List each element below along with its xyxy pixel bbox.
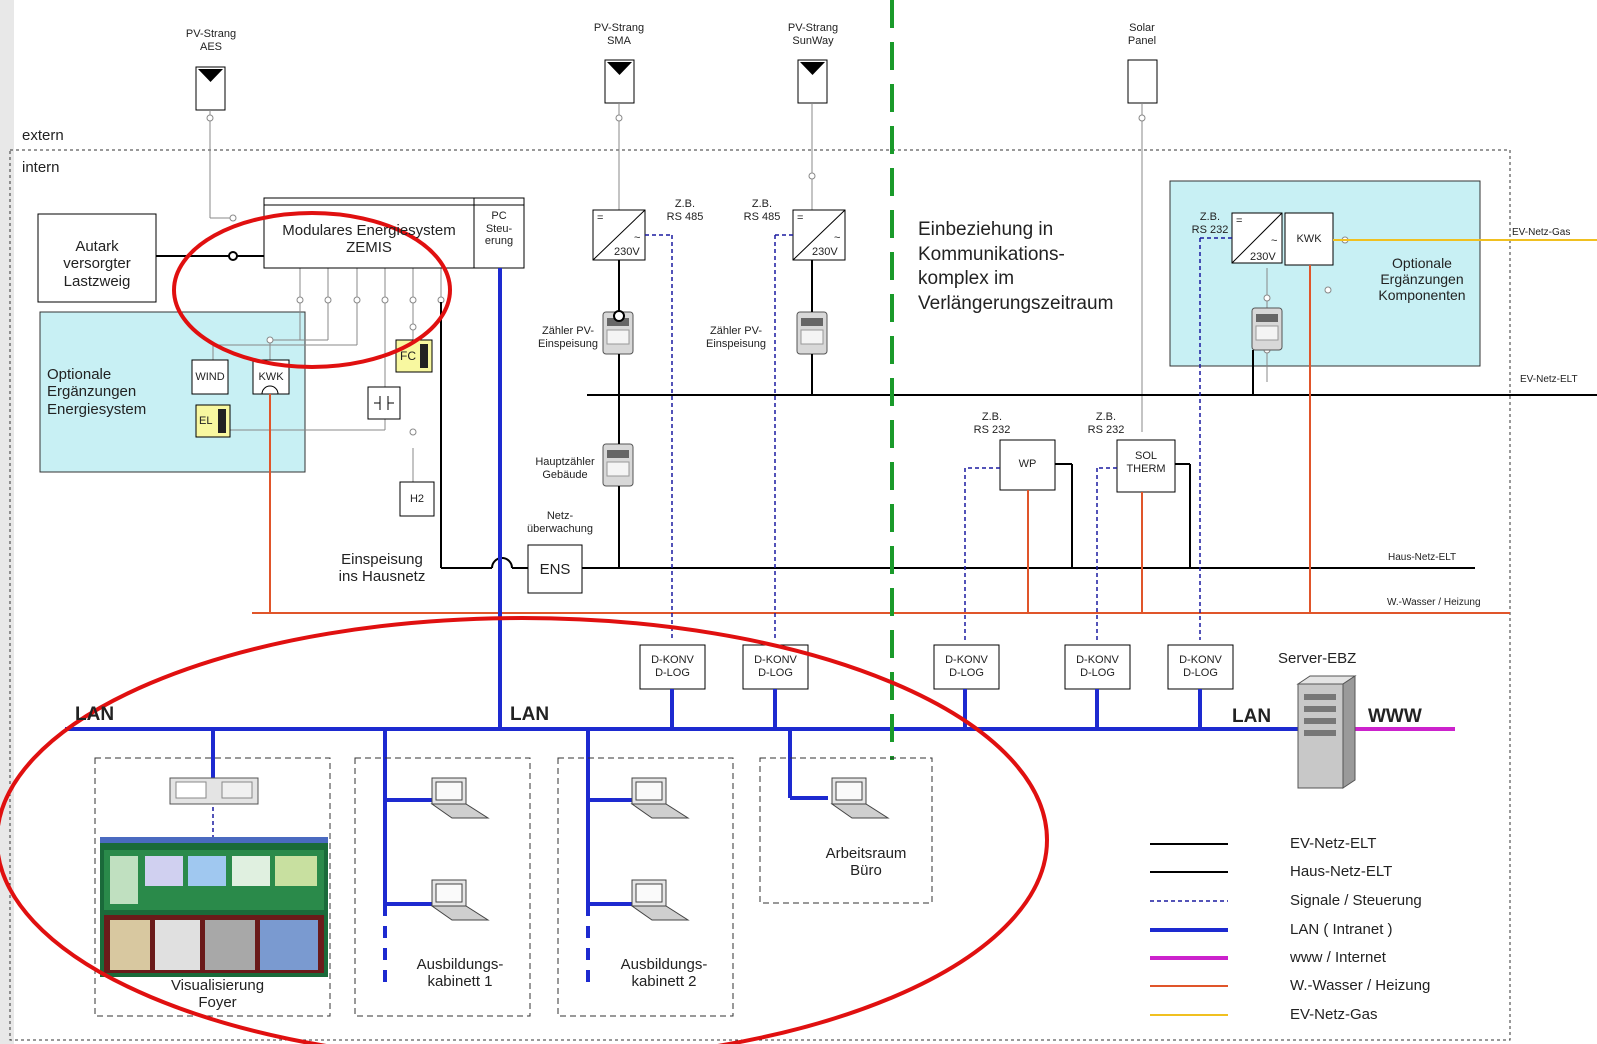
fc-label: FC — [400, 350, 416, 364]
optional-components-label: Optionale Ergänzungen Komponenten — [1370, 255, 1474, 303]
zaehler-pv-label-1: Zähler PV- Einspeisung — [528, 325, 608, 350]
visualisation-screen — [100, 837, 328, 977]
pc-steuerung-label: PC Steu- erung — [476, 210, 522, 248]
legend-item: Signale / Steuerung — [1290, 892, 1422, 909]
lan-label-left: LAN — [75, 704, 114, 726]
el-label: EL — [199, 415, 212, 428]
legend-item: www / Internet — [1290, 949, 1386, 966]
inverter-right-230v: 230V — [1250, 251, 1276, 264]
pv-panel-sunway — [798, 60, 827, 103]
zaehler-pv-label-2: Zähler PV- Einspeisung — [696, 325, 776, 350]
meter-right — [1252, 308, 1282, 350]
ens-label: ENS — [528, 561, 582, 578]
zb-rs232-1: Z.B. RS 232 — [1186, 211, 1234, 236]
h2-label: H2 — [400, 493, 434, 506]
solar-panel — [1128, 60, 1157, 103]
pv-panel-aes — [196, 67, 225, 110]
www-label: WWW — [1368, 706, 1422, 728]
dkonv-label-2: D-KONV D-LOG — [743, 654, 808, 679]
el-stack — [218, 409, 226, 433]
pv-aes-label: PV-Strang AES — [178, 28, 244, 53]
einspeisung-label: Einspeisung ins Hausnetz — [330, 551, 434, 586]
legend-item: LAN ( Intranet ) — [1290, 921, 1393, 938]
inverter-sma-230v: 230V — [614, 246, 640, 259]
intern-label: intern — [22, 159, 60, 176]
dkonv-label-4: D-KONV D-LOG — [1065, 654, 1130, 679]
haus-netz-elt-label: Haus-Netz-ELT — [1388, 552, 1456, 564]
netzueberwachung-label: Netz- überwachung — [520, 510, 600, 535]
ev-netz-elt-label: EV-Netz-ELT — [1520, 374, 1578, 386]
legend-item: EV-Netz-ELT — [1290, 835, 1376, 852]
wp-label: WP — [1000, 458, 1055, 471]
legend-item: W.-Wasser / Heizung — [1290, 977, 1430, 994]
sol-therm-label: SOL THERM — [1117, 450, 1175, 475]
wind-label: WIND — [192, 371, 228, 384]
pv-panel-sma — [605, 60, 634, 103]
legend-item: Haus-Netz-ELT — [1290, 863, 1392, 880]
zb-rs232-3: Z.B. RS 232 — [1082, 411, 1130, 436]
ev-netz-gas-label: EV-Netz-Gas — [1512, 227, 1570, 239]
zb-rs485-1: Z.B. RS 485 — [661, 198, 709, 223]
fc-stack — [420, 344, 428, 368]
zb-rs485-2: Z.B. RS 485 — [738, 198, 786, 223]
inverter-right-eq: = — [1236, 215, 1242, 228]
kwk-left-label: KWK — [253, 371, 289, 384]
meter-main — [603, 444, 633, 486]
kwk-right-label: KWK — [1285, 233, 1333, 246]
dkonv-label-5: D-KONV D-LOG — [1168, 654, 1233, 679]
server-label: Server-EBZ — [1278, 650, 1356, 667]
inverter-sma-eq: = — [597, 212, 603, 225]
pv-sunway-label: PV-Strang SunWay — [776, 22, 850, 47]
foyer-label: Visualisierung Foyer — [150, 977, 285, 1012]
einbeziehung-note: Einbeziehung in Kommunikations- komplex … — [918, 218, 1113, 317]
pv-sma-label: PV-Strang SMA — [584, 22, 654, 47]
inverter-sma-tilde: ~ — [634, 232, 640, 245]
zb-rs232-2: Z.B. RS 232 — [968, 411, 1016, 436]
inverter-sunway-eq: = — [797, 212, 803, 225]
hauptzaehler-label: Hauptzähler Gebäude — [528, 456, 602, 481]
capacitor-box — [368, 387, 400, 419]
legend-item: EV-Netz-Gas — [1290, 1006, 1378, 1023]
optional-energy-label: Optionale Ergänzungen Energiesystem — [47, 366, 146, 418]
extern-label: extern — [22, 127, 64, 144]
solar-panel-label: Solar Panel — [1112, 22, 1172, 47]
kabinett2-label: Ausbildungs- kabinett 2 — [604, 956, 724, 991]
meter-pv-sunway — [797, 312, 827, 354]
inverter-sunway-tilde: ~ — [834, 232, 840, 245]
kabinett1-label: Ausbildungs- kabinett 1 — [400, 956, 520, 991]
lan-label-center: LAN — [510, 704, 549, 726]
autark-label: Autark versorgter Lastzweig — [40, 238, 154, 290]
zemis-title: Modulares Energiesystem ZEMIS — [266, 222, 472, 257]
lan-label-right: LAN — [1232, 706, 1271, 728]
server-ebz — [1298, 676, 1355, 788]
buero-label: Arbeitsraum Büro — [806, 845, 926, 880]
inverter-sunway-230v: 230V — [812, 246, 838, 259]
dkonv-label-3: D-KONV D-LOG — [934, 654, 999, 679]
foyer-pc — [170, 778, 258, 804]
dkonv-label-1: D-KONV D-LOG — [640, 654, 705, 679]
inverter-right-tilde: ~ — [1271, 235, 1277, 248]
wasser-heizung-label: W.-Wasser / Heizung — [1387, 597, 1481, 609]
legend-swatches — [1150, 844, 1228, 1015]
